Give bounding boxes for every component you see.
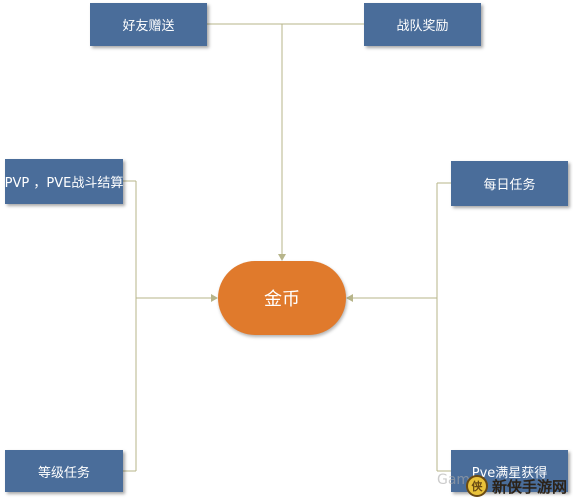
- pvp-pve-settlement-box: PVP ，PVE战斗结算: [5, 159, 123, 204]
- watermark-text: 新侠手游网: [492, 477, 568, 496]
- watermark: 侠 新侠手游网: [432, 472, 573, 500]
- arrow-left: [211, 294, 218, 302]
- arrow-top: [278, 254, 286, 261]
- level-task-box: 等级任务: [5, 450, 123, 492]
- team-reward-box: 战队奖励: [364, 3, 481, 46]
- gold-center-node: 金币: [218, 261, 346, 335]
- pve-full-star-box: Pve满星获得: [451, 450, 568, 492]
- watermark-logo-icon: 侠: [466, 475, 488, 497]
- arrow-right: [346, 294, 353, 302]
- friend-gift-box: 好友赠送: [90, 3, 207, 46]
- daily-task-box: 每日任务: [451, 161, 568, 206]
